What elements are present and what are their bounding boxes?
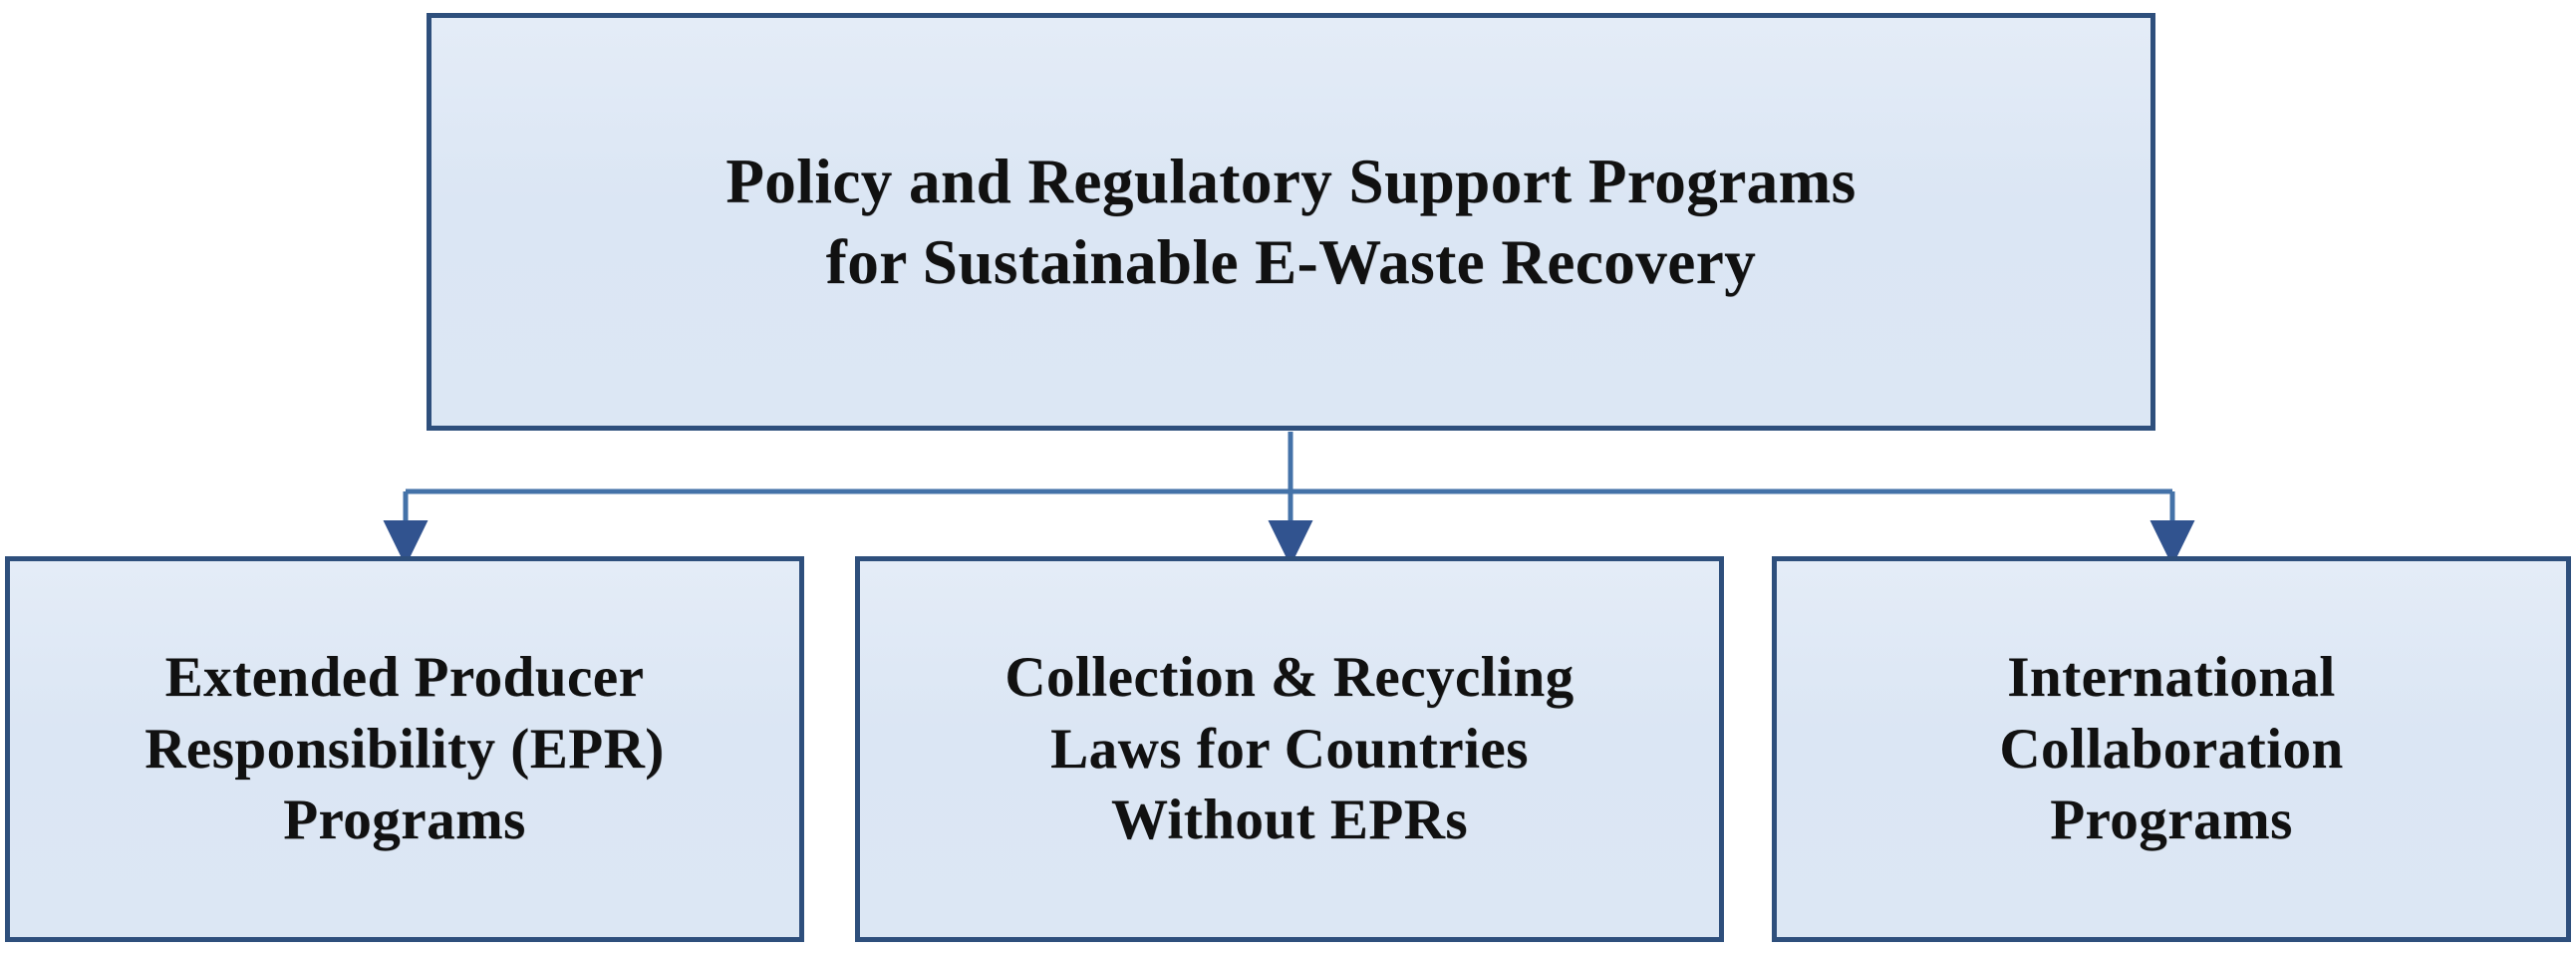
- node-epr-label: Extended Producer Responsibility (EPR) P…: [144, 645, 665, 852]
- node-root-policy-regulatory-support[interactable]: Policy and Regulatory Support Programs f…: [427, 13, 2155, 431]
- node-extended-producer-responsibility[interactable]: Extended Producer Responsibility (EPR) P…: [5, 556, 804, 942]
- node-laws-label: Collection & Recycling Laws for Countrie…: [1004, 645, 1574, 852]
- node-intl-label: International Collaboration Programs: [1999, 645, 2344, 852]
- node-root-label: Policy and Regulatory Support Programs f…: [725, 146, 1857, 297]
- node-collection-recycling-laws[interactable]: Collection & Recycling Laws for Countrie…: [855, 556, 1724, 942]
- node-international-collaboration[interactable]: International Collaboration Programs: [1772, 556, 2571, 942]
